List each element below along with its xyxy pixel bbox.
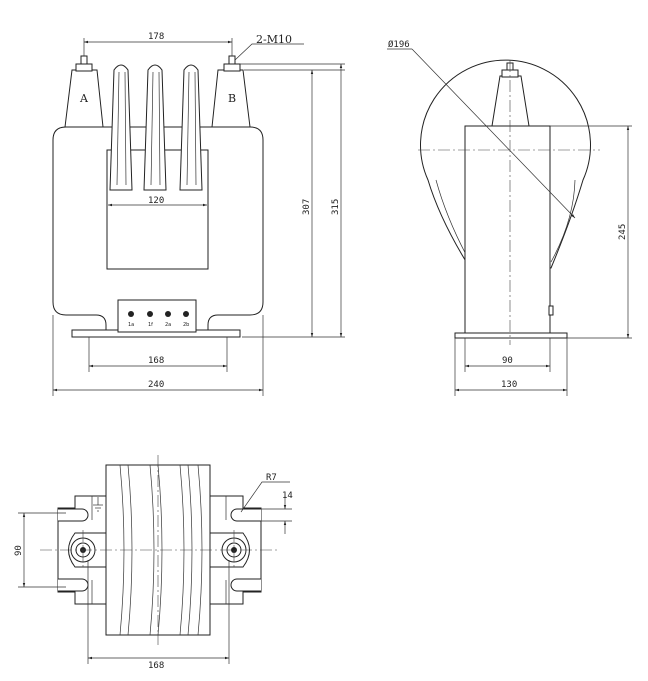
dim-height-inner-text: 307 [302,199,312,215]
dim-window-width-text: 120 [148,196,164,206]
dim-center-height: 245 [550,125,632,339]
terminal-a-label: A [79,92,89,105]
dim-slot-pitch-text: 90 [14,545,24,556]
secondary-terminal-label: 2b [183,322,189,328]
dim-slot-width-text: 14 [282,491,293,501]
terminal-callout-text: 2-M10 [256,33,292,46]
dim-body-width: 90 [464,338,551,372]
plan-view: R7 14 90 168 [14,455,293,671]
dim-overall-width-text: 240 [148,380,164,390]
dim-base-holes-text: 168 [148,356,164,366]
dim-body-width-text: 90 [502,356,513,366]
plan-terminal-left [68,532,107,568]
terminal-callout: 2-M10 [234,33,304,61]
dim-diameter-text: Ø196 [388,39,410,50]
dim-diameter: Ø196 [387,39,576,219]
front-view: A B 1a 1f 2a 2b 178 2-M10 120 [52,32,345,396]
side-body [464,125,551,334]
plan-slots [58,496,261,604]
dim-center-height-text: 245 [618,224,628,240]
dim-base-width-text: 130 [501,380,517,390]
front-terminal-b-stud [223,55,241,72]
dim-radius-text: R7 [266,473,277,483]
dim-radius: R7 [240,473,290,513]
front-skirts [109,64,203,191]
secondary-terminal-label: 1f [148,322,153,328]
secondary-terminals: 1a 1f 2a 2b [128,311,189,328]
dim-hole-spacing: 168 [87,560,230,671]
terminal-b-label: B [228,92,236,105]
dim-heights: 307 315 [240,63,345,338]
dim-base-holes: 168 [88,337,228,372]
front-terminal-a-stud [75,55,93,72]
side-insulator [491,75,530,127]
dim-base-width: 130 [454,338,568,396]
secondary-terminal-label: 2a [165,322,171,328]
ground-icon [93,497,103,512]
dim-height-total-text: 315 [331,199,341,215]
dim-overall-width: 240 [52,315,264,396]
dim-slot-width: 14 [261,491,293,534]
dim-slot-pitch: 90 [14,512,66,588]
front-insulator [64,69,104,128]
dim-window-width: 120 [108,196,207,207]
dim-hole-spacing-text: 168 [148,661,164,671]
dim-terminal-spacing: 178 [83,32,233,56]
front-insulator-b [211,69,251,128]
side-view: Ø196 245 90 130 [387,39,632,396]
side-base-plate [454,332,568,339]
secondary-terminal-label: 1a [128,322,134,328]
dim-terminal-spacing-text: 178 [148,32,164,42]
